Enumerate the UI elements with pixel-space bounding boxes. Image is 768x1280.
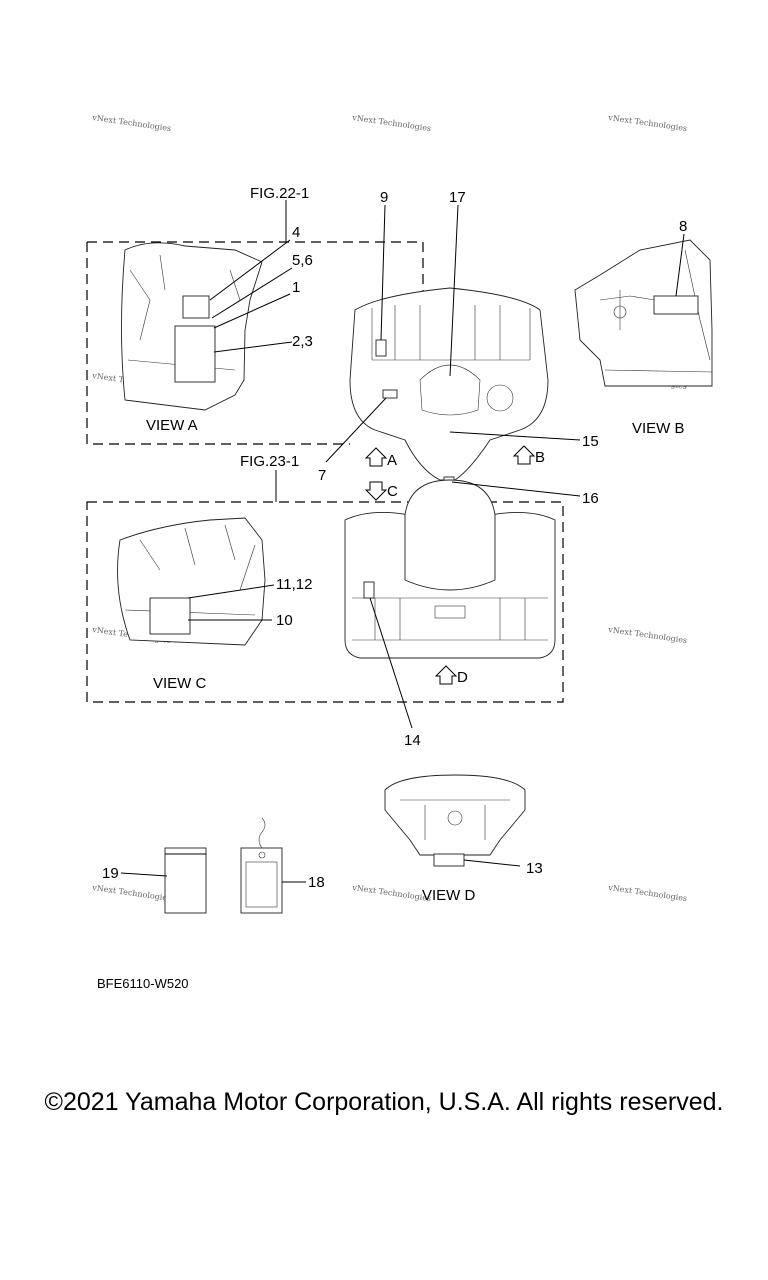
watermark: vNext Technologies (607, 625, 688, 645)
arrow-a: A (364, 447, 397, 469)
callout-8[interactable]: 8 (679, 218, 687, 235)
atv-front-top-view (349, 287, 549, 485)
arrow-up-icon (364, 447, 388, 467)
decal-8 (653, 295, 699, 315)
decal-14 (363, 581, 375, 599)
view-c-fender (117, 517, 266, 646)
view-a-fender (121, 242, 263, 411)
view-b-label: VIEW B (632, 420, 685, 437)
watermark: vNext Technologies (351, 113, 432, 133)
view-d-rear (384, 774, 526, 867)
view-d-label: VIEW D (422, 887, 476, 904)
fig-ref-23-1[interactable]: FIG.23-1 (240, 453, 299, 470)
arrow-c: C (364, 481, 398, 501)
watermarks: vNext Technologies vNext Technologies vN… (91, 113, 688, 903)
callout-4[interactable]: 4 (292, 224, 300, 241)
view-c-boundary (86, 501, 564, 703)
callout-17[interactable]: 17 (449, 189, 466, 206)
callout-10[interactable]: 10 (276, 612, 293, 629)
arrow-down-icon (364, 481, 388, 501)
view-a-boundary (86, 241, 424, 445)
svg-text:C: C (387, 483, 398, 500)
fig-ref-22-1[interactable]: FIG.22-1 (250, 185, 309, 202)
view-c-label: VIEW C (153, 675, 207, 692)
callout-1[interactable]: 1 (292, 279, 300, 296)
arrow-b: B (512, 445, 545, 466)
view-a-label: VIEW A (146, 417, 198, 434)
copyright-notice: ©2021 Yamaha Motor Corporation, U.S.A. A… (44, 1088, 724, 1116)
callout-16[interactable]: 16 (582, 490, 599, 507)
arrow-d: D (434, 665, 468, 686)
callout-19[interactable]: 19 (102, 865, 119, 882)
arrow-up-icon (512, 445, 536, 465)
svg-text:A: A (387, 452, 397, 469)
watermark: vNext Technologies (91, 883, 172, 903)
callout-9[interactable]: 9 (380, 189, 388, 206)
decal-13 (433, 853, 465, 867)
decal-4 (182, 295, 210, 319)
decal-10 (149, 597, 191, 635)
callout-13[interactable]: 13 (526, 860, 543, 877)
watermark: vNext Technologies (607, 883, 688, 903)
callout-5-6[interactable]: 5,6 (292, 252, 313, 269)
decal-9 (375, 339, 387, 357)
watermark: vNext Technologies (351, 883, 432, 903)
watermark: vNext Technologies (607, 113, 688, 133)
diagram-code: BFE6110-W520 (97, 976, 189, 991)
arrow-up-icon (434, 665, 458, 685)
callout-7[interactable]: 7 (318, 467, 326, 484)
tag-18 (240, 817, 283, 914)
callout-11-12[interactable]: 11,12 (276, 576, 312, 593)
view-b-fender (574, 239, 713, 387)
svg-text:D: D (457, 669, 468, 686)
decal-7 (382, 389, 398, 399)
decal-2-3 (174, 325, 216, 383)
callout-15[interactable]: 15 (582, 433, 599, 450)
callout-2-3[interactable]: 2,3 (292, 333, 313, 350)
svg-text:B: B (535, 449, 545, 466)
callout-14[interactable]: 14 (404, 732, 421, 749)
watermark: vNext Technologies (91, 113, 172, 133)
callout-18[interactable]: 18 (308, 874, 325, 891)
atv-rear-top-view (344, 479, 556, 659)
manual-19 (164, 847, 207, 914)
